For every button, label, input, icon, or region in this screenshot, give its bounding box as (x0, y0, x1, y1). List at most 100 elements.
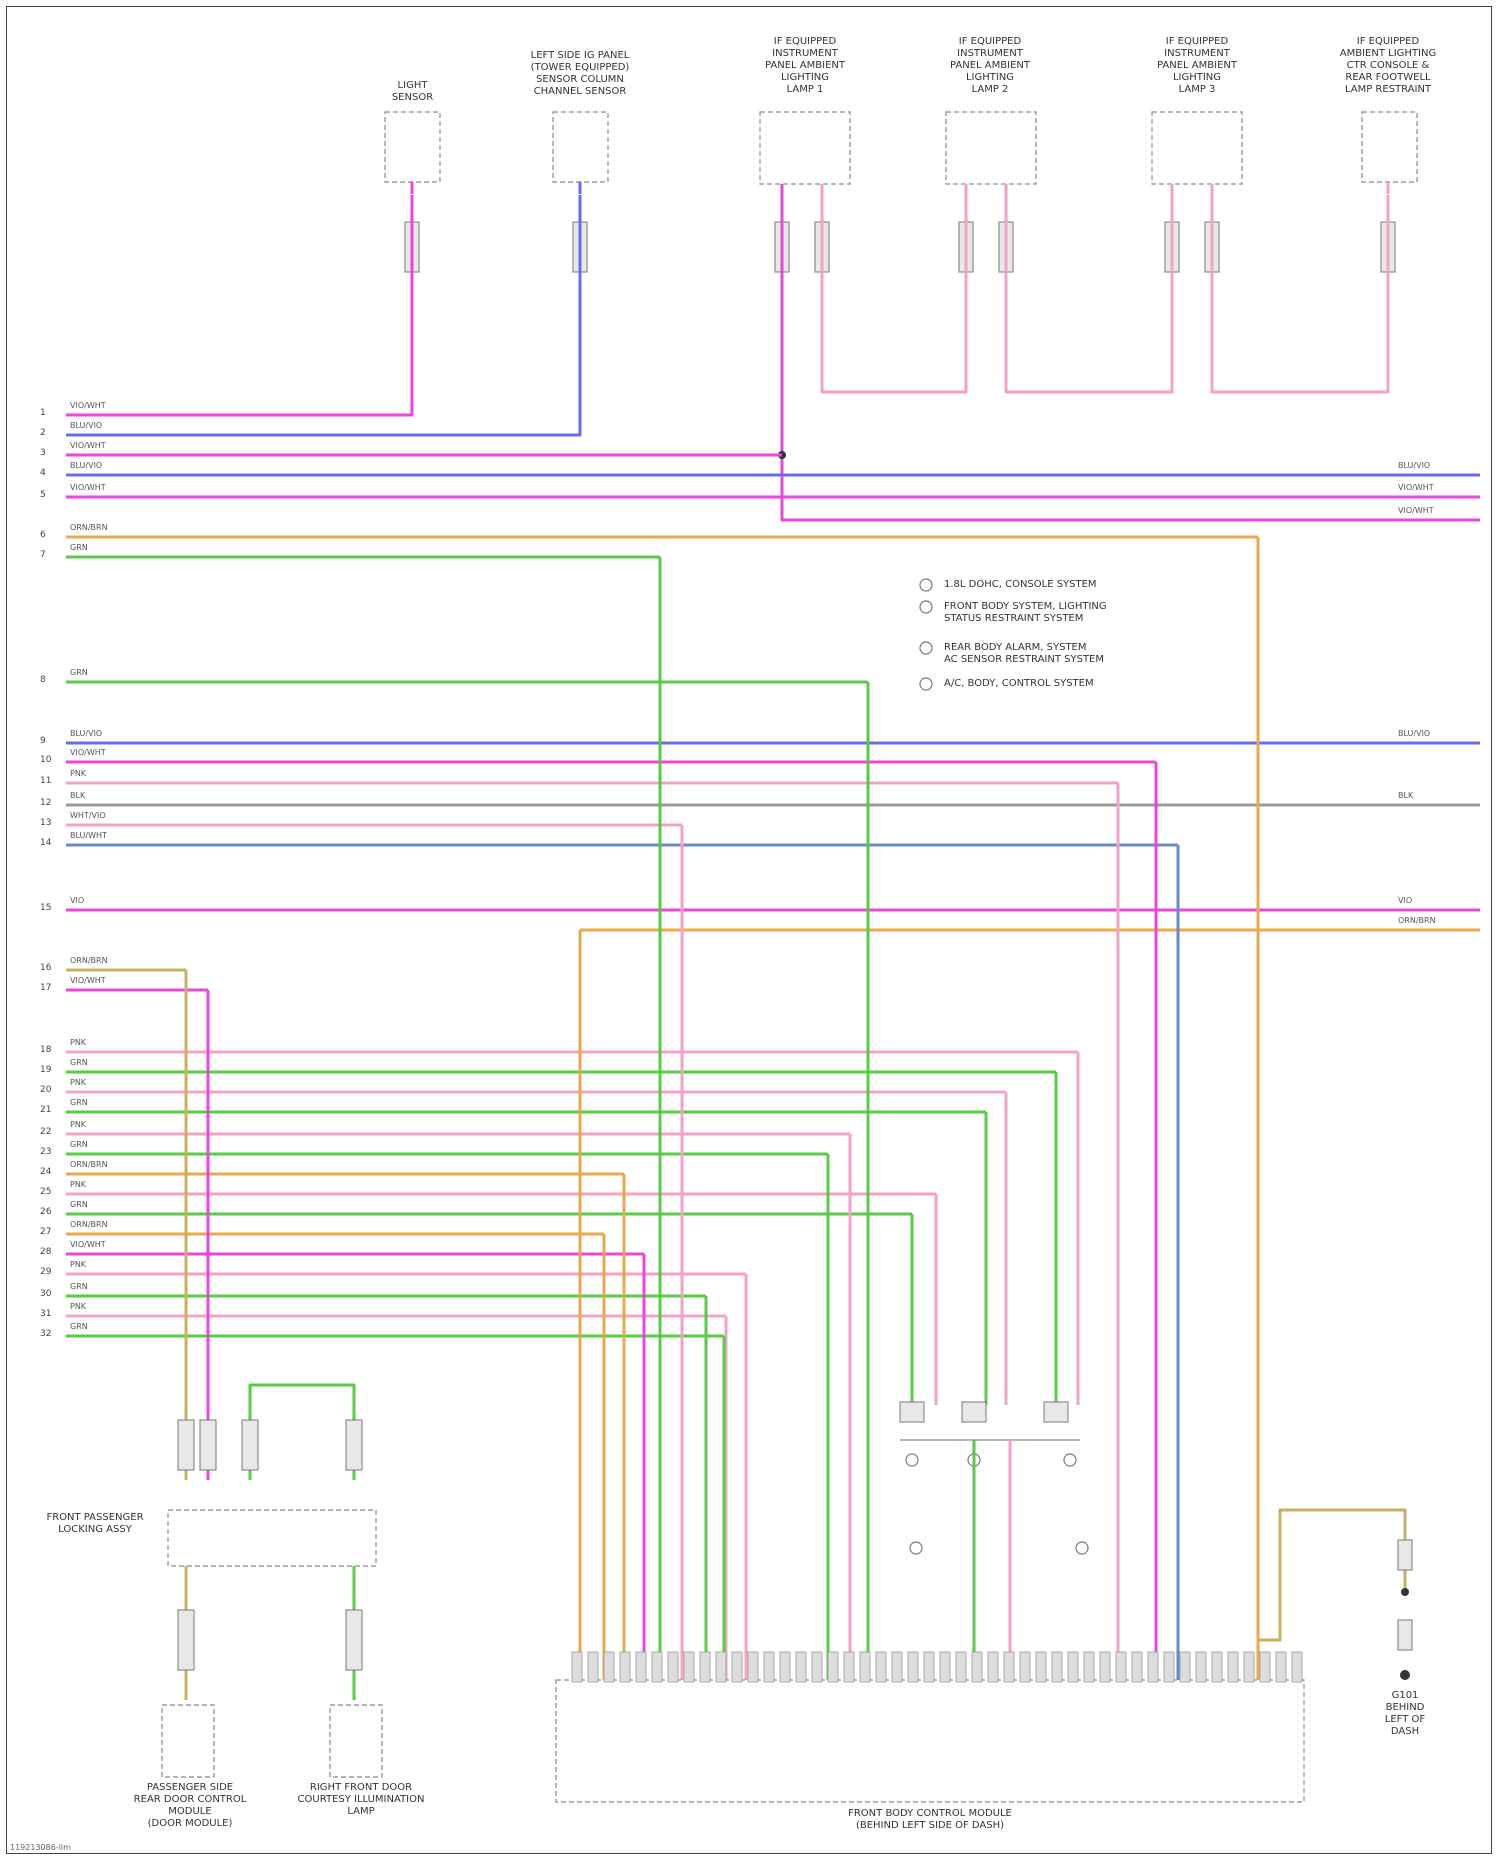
wire-color-label: PNK (70, 769, 86, 778)
component-label-ground: G101 BEHIND LEFT OF DASH (1370, 1690, 1440, 1738)
wire-color-label: BLK (70, 791, 85, 800)
splice-terminal-3 (1064, 1454, 1076, 1466)
module-pin (1020, 1652, 1030, 1682)
component-rear-door-module (162, 1705, 214, 1777)
module-pin (1052, 1652, 1062, 1682)
module-pin (972, 1652, 982, 1682)
wire-color-label: ORN/BRN (70, 523, 108, 532)
module-pin (716, 1652, 726, 1682)
ground-connector-1 (1398, 1540, 1412, 1570)
splice-connector-1 (900, 1402, 924, 1422)
ground-wire (1258, 1510, 1405, 1640)
module-pin (1084, 1652, 1094, 1682)
wire-color-label: BLU/VIO (70, 461, 102, 470)
pin-number: 30 (40, 1289, 51, 1299)
pin-number: 26 (40, 1207, 51, 1217)
wire-color-label: GRN (70, 1058, 88, 1067)
module-pin (796, 1652, 806, 1682)
wire-color-label: VIO/WHT (70, 441, 106, 450)
wire-color-label: VIO/WHT (70, 748, 106, 757)
test-point-1 (910, 1542, 922, 1554)
component-label-left-side-ig-panel: LEFT SIDE IG PANEL (TOWER EQUIPPED) SENS… (505, 50, 655, 98)
right-wire-label: ORN/BRN (1398, 916, 1436, 925)
module-pin (812, 1652, 822, 1682)
wire-color-label: GRN (70, 1200, 88, 1209)
wire-color-label: ORN/BRN (70, 956, 108, 965)
wire-lamp2-lamp3 (1006, 195, 1172, 392)
wire-color-label: GRN (70, 1282, 88, 1291)
right-wire-label: BLK (1398, 791, 1413, 800)
test-point-2 (1076, 1542, 1088, 1554)
module-pin (652, 1652, 662, 1682)
module-pin (1164, 1652, 1174, 1682)
legend-marker-3 (920, 642, 932, 654)
module-pin (748, 1652, 758, 1682)
pin-number: 21 (40, 1105, 51, 1115)
module-pin (764, 1652, 774, 1682)
component-label-front-door-lock: FRONT PASSENGER LOCKING ASSY (30, 1512, 160, 1536)
module-pin (668, 1652, 678, 1682)
legend-marker-2 (920, 601, 932, 613)
pin-number: 31 (40, 1309, 51, 1319)
lamp-connector (346, 1610, 362, 1670)
module-pin (924, 1652, 934, 1682)
wire-color-label: ORN/BRN (70, 1220, 108, 1229)
module-pin (1116, 1652, 1126, 1682)
wire-light-sensor (120, 195, 412, 415)
wire-color-label: PNK (70, 1078, 86, 1087)
module-pin (1196, 1652, 1206, 1682)
module-pin (636, 1652, 646, 1682)
wire-color-label: PNK (70, 1302, 86, 1311)
door-connector-3 (242, 1420, 258, 1470)
module-pin (700, 1652, 710, 1682)
wire-color-label: BLU/VIO (70, 421, 102, 430)
wire-lamp3-lamp4 (1212, 195, 1388, 392)
door-loop-wire (250, 1385, 354, 1480)
module-pin (1276, 1652, 1286, 1682)
pin-number: 12 (40, 798, 51, 808)
wire-color-label: GRN (70, 1098, 88, 1107)
pin-number: 10 (40, 755, 51, 765)
component-label-rear-door-module: PASSENGER SIDE REAR DOOR CONTROL MODULE … (110, 1782, 270, 1830)
rear-module-connector (178, 1610, 194, 1670)
component-body-module (556, 1680, 1304, 1802)
pin-number: 19 (40, 1065, 51, 1075)
right-wire-label: VIO/WHT (1398, 506, 1434, 515)
component-ambient-lighting-1 (760, 112, 850, 184)
legend-marker-4 (920, 678, 932, 690)
module-pin (908, 1652, 918, 1682)
pin-number: 32 (40, 1329, 51, 1339)
legend-item: FRONT BODY SYSTEM, LIGHTING STATUS RESTR… (944, 601, 1107, 625)
component-label-ambient-lighting-3: IF EQUIPPED INSTRUMENT PANEL AMBIENT LIG… (1137, 36, 1257, 96)
module-pin (1244, 1652, 1254, 1682)
wire-color-label: GRN (70, 1322, 88, 1331)
component-ambient-lighting-2 (946, 112, 1036, 184)
splice-terminal-1 (906, 1454, 918, 1466)
pin-number: 29 (40, 1267, 51, 1277)
module-pin (844, 1652, 854, 1682)
ground-splice (1401, 1588, 1409, 1596)
module-pin (684, 1652, 694, 1682)
wire-ig-panel (120, 195, 580, 435)
wire-color-label: GRN (70, 668, 88, 677)
right-wire-label: VIO/WHT (1398, 483, 1434, 492)
module-pin (732, 1652, 742, 1682)
module-pin (892, 1652, 902, 1682)
module-pin (1068, 1652, 1078, 1682)
legend-item: REAR BODY ALARM, SYSTEM AC SENSOR RESTRA… (944, 642, 1104, 666)
splice-connector-2 (962, 1402, 986, 1422)
module-pin (620, 1652, 630, 1682)
module-pin (572, 1652, 582, 1682)
pin-number: 11 (40, 776, 51, 786)
wire-color-label: ORN/BRN (70, 1160, 108, 1169)
pin-number: 23 (40, 1147, 51, 1157)
module-pin (1212, 1652, 1222, 1682)
module-pin (1292, 1652, 1302, 1682)
wire-color-label: VIO/WHT (70, 1240, 106, 1249)
module-pin (940, 1652, 950, 1682)
module-pin (604, 1652, 614, 1682)
pin-number: 3 (40, 448, 46, 458)
component-ambient-lighting-4 (1362, 112, 1417, 182)
component-label-door-lamp: RIGHT FRONT DOOR COURTESY ILLUMINATION L… (286, 1782, 436, 1818)
